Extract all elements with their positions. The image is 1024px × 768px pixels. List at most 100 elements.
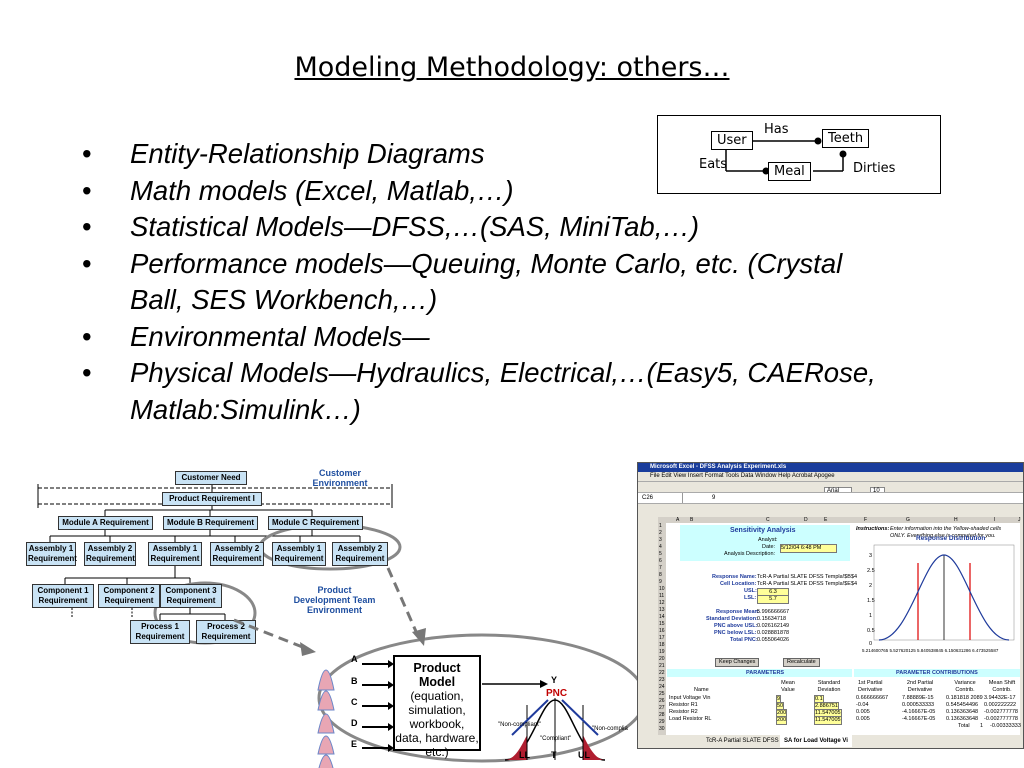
column-header[interactable]: G	[906, 517, 910, 523]
row-header[interactable]: 15	[659, 621, 665, 627]
param-cell-name: Resistor R2	[669, 709, 698, 715]
row-header[interactable]: 30	[659, 726, 665, 732]
module-b-node: Module B Requirement	[163, 516, 258, 530]
date-value[interactable]: 5/12/04 6:48 PM	[780, 544, 837, 553]
instructions-label: Instructions:	[856, 526, 890, 532]
excel-side-toolbar[interactable]	[638, 511, 658, 735]
name-box[interactable]: C26	[642, 493, 683, 503]
total-shift: -0.00333333	[990, 723, 1021, 729]
column-header[interactable]: J	[1018, 517, 1021, 523]
row-header[interactable]: 8	[659, 572, 662, 578]
param-cell-name: Load Resistor RL	[669, 716, 712, 722]
row-header[interactable]: 3	[659, 537, 662, 543]
response-name-value: TcR-A Partial SLATE DFSS Templa!$B$4	[757, 574, 858, 580]
row-header[interactable]: 14	[659, 614, 665, 620]
assembly-node: Assembly 2 Requirement	[210, 542, 264, 566]
contrib-header-band	[854, 669, 1020, 677]
y-tick: 1.5	[867, 598, 875, 604]
column-header[interactable]: B	[690, 517, 694, 523]
assembly-node: Assembly 2 Requirement	[84, 542, 136, 566]
bullet-item: •Statistical Models—DFSS,…(SAS, MiniTab,…	[82, 209, 902, 246]
analyst-label: Analyst:	[758, 537, 778, 543]
excel-menu-bar[interactable]: File Edit View Insert Format Tools Data …	[650, 473, 835, 479]
parameter-contributions-title: PARAMETER CONTRIBUTIONS	[896, 670, 978, 676]
column-header[interactable]: A	[676, 517, 680, 523]
row-header[interactable]: 23	[659, 677, 665, 683]
row-header[interactable]: 6	[659, 558, 662, 564]
row-header[interactable]: 24	[659, 684, 665, 690]
sensitivity-header-area	[680, 525, 850, 561]
response-mean-value: 5.996666667	[757, 609, 790, 615]
bullet-symbol: •	[82, 211, 92, 242]
param-cell-shift: 3.94432E-17	[984, 695, 1016, 701]
bullet-item: •Entity-Relationship Diagrams	[82, 136, 902, 173]
param-cell-d2: -4.16667E-05	[902, 716, 936, 722]
excel-title-bar[interactable]: Microsoft Excel - DFSS Analysis Experime…	[638, 463, 1023, 472]
row-header[interactable]: 25	[659, 691, 665, 697]
sheet-tabs: TcR-A Partial SLATE DFSS Templa SA for L…	[658, 735, 1020, 747]
param-cell-mean[interactable]: 200	[776, 716, 788, 725]
row-header[interactable]: 18	[659, 642, 665, 648]
total-label: Total	[958, 723, 970, 729]
param-cell-shift: 0.002222222	[984, 702, 1017, 708]
usl-label: USL:	[744, 588, 757, 594]
pnc-below-label: PNC below LSL:	[714, 630, 757, 636]
response-distribution-title: Response Distribution	[916, 535, 986, 542]
row-header[interactable]: 21	[659, 663, 665, 669]
contrib-header-d1: 1st Partial Derivative	[858, 680, 883, 693]
param-cell-d2: 0.000533333	[902, 702, 935, 708]
ll-label: LL	[519, 750, 530, 760]
row-header[interactable]: 19	[659, 649, 665, 655]
row-header[interactable]: 16	[659, 628, 665, 634]
customer-need-node: Customer Need	[175, 471, 247, 485]
er-teeth-entity: Teeth	[822, 129, 870, 148]
param-header-sd: Standard Deviation	[817, 680, 841, 693]
parameters-title: PARAMETERS	[746, 670, 785, 676]
instructions-text: Enter information into the Yellow-shaded…	[890, 526, 1002, 539]
row-header[interactable]: 1	[659, 523, 662, 529]
param-cell-d2: -4.16667E-05	[902, 709, 936, 715]
sheet-tab-active[interactable]: SA for Load Voltage Vi	[780, 735, 852, 747]
column-header[interactable]: F	[864, 517, 868, 523]
row-header[interactable]: 26	[659, 698, 665, 704]
row-header[interactable]: 20	[659, 656, 665, 662]
recalculate-button[interactable]: Recalculate	[783, 658, 820, 667]
er-eats-relation: Eats	[699, 157, 728, 172]
row-header[interactable]: 4	[659, 544, 662, 550]
er-meal-entity: Meal	[768, 162, 811, 181]
std-dev-value: 0.15634718	[757, 616, 787, 622]
row-header[interactable]: 17	[659, 635, 665, 641]
row-header[interactable]: 27	[659, 705, 665, 711]
keep-changes-button[interactable]: Keep Changes	[715, 658, 760, 667]
lsl-value[interactable]: 5.7	[757, 595, 789, 604]
row-header[interactable]: 11	[659, 593, 665, 599]
row-header[interactable]: 29	[659, 719, 665, 725]
cell-location-label: Cell Location:	[720, 581, 757, 587]
column-header[interactable]: H	[954, 517, 958, 523]
bullet-item: •Performance models—Queuing, Monte Carlo…	[82, 247, 843, 316]
column-header[interactable]: E	[824, 517, 828, 523]
column-header[interactable]: I	[994, 517, 996, 523]
row-header[interactable]: 9	[659, 579, 662, 585]
param-cell-sd[interactable]: 11.547005	[814, 716, 842, 725]
ul-label: UL	[578, 750, 590, 760]
excel-toolbar[interactable]: Arial 10	[638, 481, 1023, 495]
row-header[interactable]: 10	[659, 586, 665, 592]
row-header[interactable]: 22	[659, 670, 665, 676]
formula-input[interactable]: 9	[712, 495, 716, 501]
excel-window: Microsoft Excel - DFSS Analysis Experime…	[637, 462, 1024, 749]
row-header[interactable]: 13	[659, 607, 665, 613]
row-header[interactable]: 12	[659, 600, 665, 606]
column-header[interactable]: D	[804, 517, 808, 523]
row-header[interactable]: 2	[659, 530, 662, 536]
row-header[interactable]: 5	[659, 551, 662, 557]
row-header[interactable]: 28	[659, 712, 665, 718]
column-header-row: A B C D E F G H I J	[658, 517, 1021, 523]
total-variance: 1	[980, 723, 984, 729]
row-header[interactable]: 7	[659, 565, 662, 571]
sheet-tab[interactable]: TcR-A Partial SLATE DFSS Templa	[706, 738, 800, 744]
pnc-below-value: 0.02888187​8	[757, 630, 790, 636]
column-header[interactable]: C	[766, 517, 770, 523]
param-header-name: Name	[694, 687, 709, 693]
